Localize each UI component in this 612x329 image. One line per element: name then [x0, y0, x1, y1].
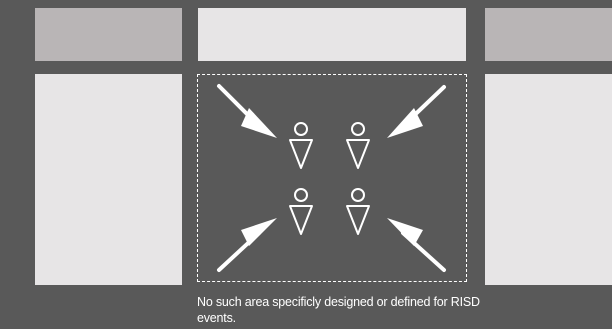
gathering-area-outline [197, 74, 467, 282]
person-icon [289, 122, 313, 169]
person-icon [289, 188, 313, 235]
top-right-block [485, 8, 612, 61]
person-icon [346, 188, 370, 235]
right-block [485, 74, 612, 285]
arrow-inward-icon [217, 84, 277, 138]
caption: No such area specificly designed or defi… [197, 295, 480, 325]
person-icon [346, 122, 370, 169]
arrow-inward-icon [387, 85, 446, 138]
top-center-block [198, 8, 466, 61]
left-block [35, 74, 182, 285]
arrow-inward-icon [217, 218, 277, 272]
top-left-block [35, 8, 182, 61]
arrow-inward-icon [387, 218, 446, 272]
gathering-diagram [217, 84, 446, 272]
